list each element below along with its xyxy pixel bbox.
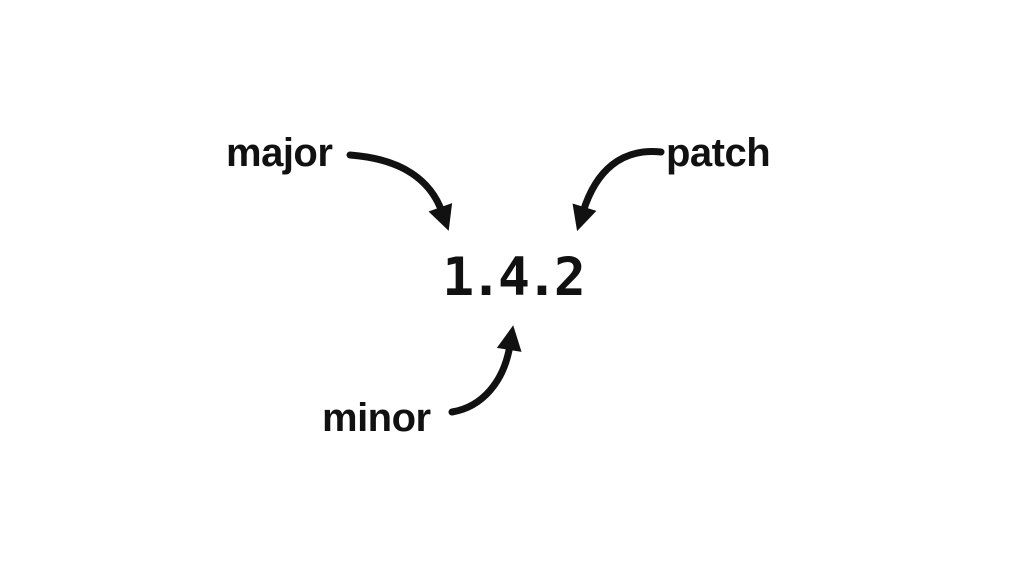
minor-arrow-icon [448, 325, 522, 416]
patch-label: patch [666, 131, 771, 175]
minor-label: minor [322, 396, 431, 440]
patch-arrow-icon [572, 148, 665, 232]
major-arrow-icon [346, 151, 453, 231]
version-number: 1.4.2 [442, 247, 586, 308]
major-label: major [226, 131, 333, 175]
